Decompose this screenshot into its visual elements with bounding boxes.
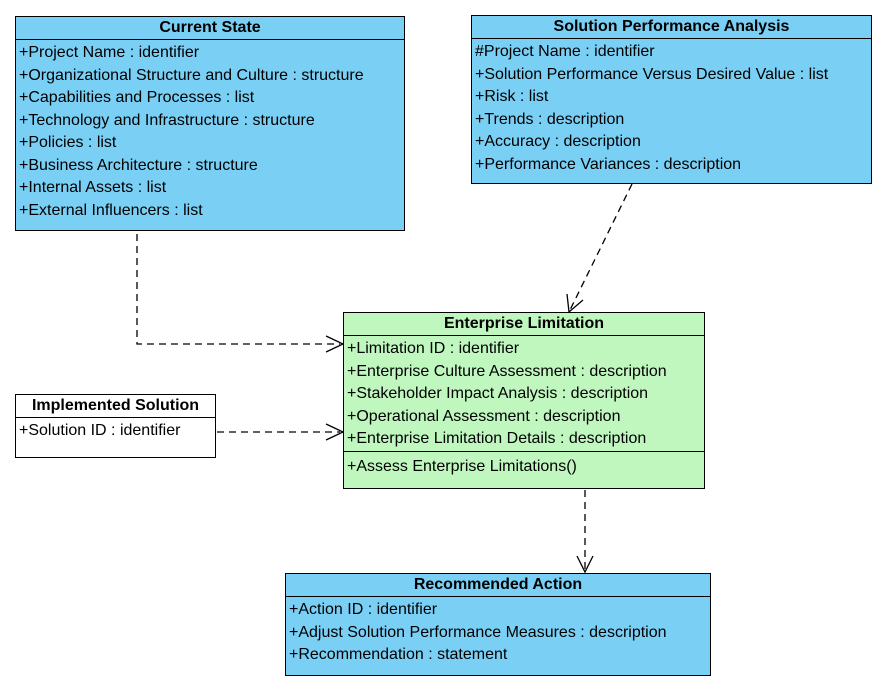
class-title: Solution Performance Analysis <box>472 16 871 39</box>
attribute: +Stakeholder Impact Analysis : descripti… <box>347 385 649 402</box>
arrowhead-solution-performance <box>566 293 584 314</box>
attribute: #Project Name : identifier <box>475 43 655 60</box>
attribute: +Organizational Structure and Culture : … <box>19 66 364 84</box>
class-title: Enterprise Limitation <box>344 313 704 336</box>
class-current-state[interactable]: Current State +Project Name : identifier… <box>15 16 405 231</box>
attribute: +Enterprise Limitation Details : descrip… <box>347 430 647 447</box>
attribute-list: +Limitation ID : identifier +Enterprise … <box>344 336 704 451</box>
dependency-solution-performance-to-enterprise-limitation <box>569 183 633 311</box>
attribute: +Policies : list <box>19 134 117 151</box>
attribute: +Performance Variances : description <box>475 155 742 173</box>
attribute: +External Influencers : list <box>19 201 203 219</box>
class-enterprise-limitation[interactable]: Enterprise Limitation +Limitation ID : i… <box>343 312 705 489</box>
attribute-list: +Project Name : identifier +Organization… <box>16 40 404 222</box>
dependency-current-state-to-enterprise-limitation <box>136 222 340 345</box>
attribute: +Action ID : identifier <box>289 601 438 618</box>
attribute: +Enterprise Culture Assessment : descrip… <box>347 362 667 380</box>
attribute-list: +Action ID : identifier +Adjust Solution… <box>286 597 710 667</box>
arrowhead-recommended-action <box>576 555 594 574</box>
class-recommended-action[interactable]: Recommended Action +Action ID : identifi… <box>285 573 711 676</box>
attribute: +Trends : description <box>475 110 625 128</box>
attribute: +Project Name : identifier <box>19 44 200 61</box>
attribute: +Internal Assets : list <box>19 179 167 196</box>
attribute: +Accuracy : description <box>475 133 641 150</box>
operation: +Assess Enterprise Limitations() <box>347 458 577 475</box>
attribute-list: +Solution ID : identifier <box>16 418 215 443</box>
attribute: +Adjust Solution Performance Measures : … <box>289 623 667 641</box>
class-title: Implemented Solution <box>16 395 215 418</box>
attribute: +Recommendation : statement <box>289 646 508 663</box>
class-implemented-solution[interactable]: Implemented Solution +Solution ID : iden… <box>15 394 216 458</box>
class-title: Recommended Action <box>286 574 710 597</box>
attribute: +Limitation ID : identifier <box>347 340 520 357</box>
attribute: +Technology and Infrastructure : structu… <box>19 111 315 129</box>
attribute: +Business Architecture : structure <box>19 156 258 174</box>
arrowhead-current-state <box>325 335 345 353</box>
attribute: +Solution Performance Versus Desired Val… <box>475 65 829 83</box>
class-solution-performance-analysis[interactable]: Solution Performance Analysis #Project N… <box>471 15 872 184</box>
attribute: +Solution ID : identifier <box>19 422 181 439</box>
operation-list: +Assess Enterprise Limitations() <box>344 451 704 479</box>
class-title: Current State <box>16 17 404 40</box>
attribute: +Risk : list <box>475 88 549 105</box>
attribute: +Operational Assessment : description <box>347 407 621 425</box>
arrowhead-implemented-solution <box>325 423 345 441</box>
attribute: +Capabilities and Processes : list <box>19 89 255 106</box>
attribute-list: #Project Name : identifier +Solution Per… <box>472 39 871 176</box>
